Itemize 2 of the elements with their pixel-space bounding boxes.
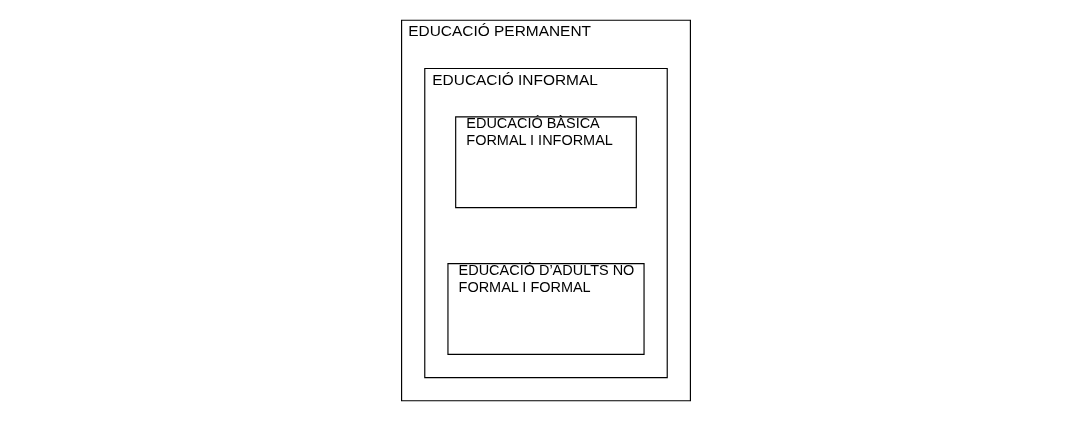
node-box: EDUCACIÓ BÀSICA FORMAL I INFORMAL [455, 116, 637, 209]
node-box: EDUCACIÓ D’ADULTS NO FORMAL I FORMAL [447, 263, 645, 355]
